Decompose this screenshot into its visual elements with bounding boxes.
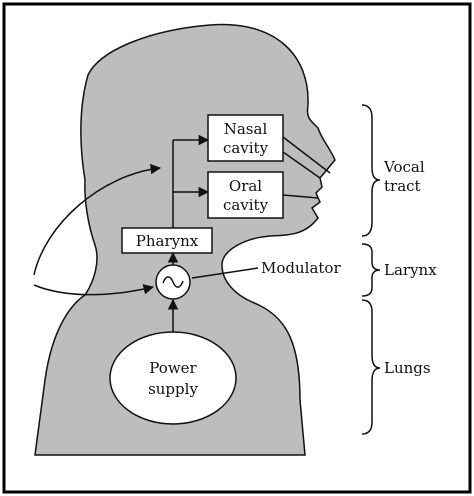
modulator-label: Modulator — [261, 259, 341, 277]
vocal-label-1: Vocal — [383, 158, 425, 176]
oral-to-mouth-line — [282, 194, 319, 199]
oral-cavity-box: Oral cavity — [207, 171, 284, 219]
power-supply-node: Power supply — [109, 331, 237, 425]
lungs-label: Lungs — [384, 359, 431, 377]
nasal-to-nose-line — [282, 136, 331, 174]
modulator-node — [155, 264, 191, 300]
oral-label-1: Oral — [229, 177, 262, 195]
power-label-2: supply — [148, 380, 198, 398]
vocal-label-2: tract — [384, 177, 421, 195]
larynx-brace — [361, 243, 381, 297]
airflow-arrow-lower — [33, 284, 155, 296]
nasal-lower-line — [282, 151, 321, 179]
power-label-1: Power — [149, 359, 197, 377]
sine-wave-icon — [162, 276, 184, 288]
larynx-label: Larynx — [384, 261, 437, 279]
nasal-cavity-box: Nasal cavity — [207, 114, 284, 162]
nasal-label-2: cavity — [223, 139, 269, 157]
modulator-pointer — [191, 267, 259, 279]
nasal-label-1: Nasal — [224, 120, 268, 138]
airflow-arrow-upper — [33, 163, 162, 276]
pharynx-label: Pharynx — [136, 232, 199, 250]
pharynx-box: Pharynx — [121, 227, 213, 254]
oral-label-2: cavity — [223, 196, 269, 214]
vocal-tract-brace — [361, 104, 381, 237]
lungs-brace — [361, 299, 381, 435]
